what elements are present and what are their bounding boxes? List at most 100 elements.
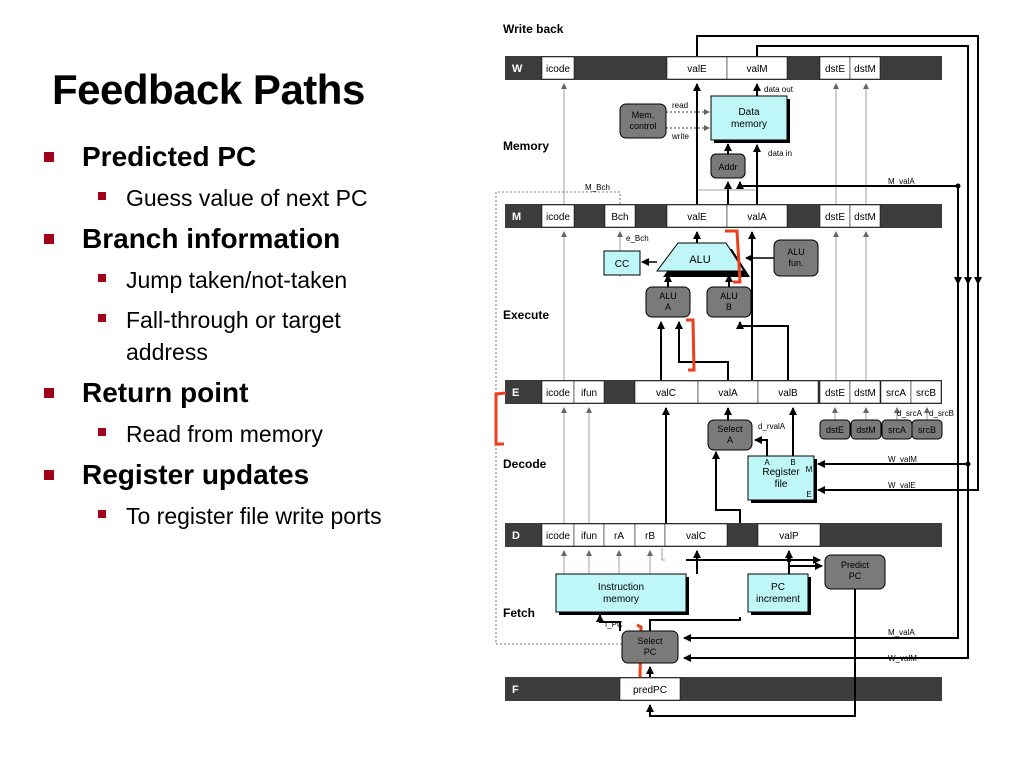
- d-field-valp: valP: [779, 531, 799, 542]
- pass-wires: [561, 83, 930, 575]
- f-field-predpc: predPC: [633, 685, 667, 696]
- addr-block: Addr: [710, 153, 746, 179]
- w-valm-rf-label: W_valM: [888, 455, 917, 464]
- d-field-ra: rA: [614, 531, 624, 542]
- mem-control-label: Mem.control: [629, 110, 656, 131]
- w-valm-bottom-label: W_valM: [888, 654, 917, 663]
- stage-label-memory: Memory: [503, 139, 549, 153]
- decode-wires: [662, 407, 797, 523]
- stage-label-decode: Decode: [503, 457, 547, 471]
- m-field-bch: Bch: [611, 212, 628, 223]
- stage-label-execute: Execute: [503, 308, 549, 322]
- w-vale-rf-label: W_valE: [888, 481, 916, 490]
- d-srcb-label: d_srcB: [929, 409, 954, 418]
- w-field-dstm: dstM: [854, 64, 876, 75]
- bullet-predicted-pc: Predicted PC: [44, 140, 464, 174]
- cc-block: CC: [603, 250, 641, 276]
- m-field-dstm: dstM: [854, 212, 876, 223]
- rf-port-a: A: [764, 458, 770, 467]
- m-bch-label: M_Bch: [585, 183, 610, 192]
- decode-dstm-label: dstM: [856, 425, 876, 435]
- m-register-label: M: [512, 211, 521, 223]
- bullet-return-point: Return point: [44, 376, 464, 410]
- bullet-text: Return point: [82, 377, 249, 408]
- f-register: F predPC: [505, 677, 942, 701]
- e-bch-label: e_Bch: [626, 234, 649, 243]
- sub-bullet: Fall-through or target address: [44, 304, 426, 368]
- m-field-vale: valE: [687, 212, 707, 223]
- page-title: Feedback Paths: [52, 66, 365, 113]
- w-field-valm: valM: [746, 64, 767, 75]
- decode-dst-src-boxes: dstE dstM srcA srcB: [819, 419, 943, 440]
- sub-bullet-text: Guess value of next PC: [126, 185, 368, 211]
- sub-bullet-marker: [98, 274, 106, 282]
- d-rvala-label: d_rvalA: [758, 422, 786, 431]
- w-field-vale: valE: [687, 64, 707, 75]
- sub-bullet-text: To register file write ports: [126, 503, 382, 529]
- e-field-valb: valB: [778, 388, 798, 399]
- data-in-label: data in: [768, 149, 792, 158]
- fetch-wires: [596, 550, 856, 717]
- stage-label-writeback: Write back: [503, 22, 564, 36]
- w-register: W icode valE valM dstE dstM: [505, 56, 942, 80]
- mem-control-block: Mem.control: [619, 103, 667, 139]
- e-field-dstm: dstM: [854, 388, 876, 399]
- bullet-register-updates: Register updates: [44, 458, 464, 492]
- d-srca-label: d_srcA: [897, 409, 923, 418]
- write-label: write: [671, 132, 689, 141]
- decode-srca-label: srcA: [888, 425, 906, 435]
- bullet-marker: [44, 388, 54, 398]
- feedback-wires: [683, 35, 982, 662]
- m-bch-path: [495, 191, 622, 645]
- d-field-rb: rB: [645, 531, 655, 542]
- alu-label: ALU: [689, 254, 710, 266]
- bullet-text: Branch information: [82, 223, 341, 254]
- memory-wires: [693, 83, 761, 204]
- sub-bullet-marker: [98, 510, 106, 518]
- cc-label: CC: [615, 259, 629, 270]
- d-field-ifun: ifun: [581, 531, 597, 542]
- execute-wires: [657, 231, 789, 380]
- f-register-label: F: [512, 684, 519, 696]
- sub-bullet-text: Jump taken/not-taken: [126, 267, 348, 293]
- e-field-srcb: srcB: [916, 388, 936, 399]
- d-register: D icode ifun rA rB valC valP: [505, 523, 942, 547]
- m-field-dste: dstE: [825, 212, 845, 223]
- e-field-valc: valC: [656, 388, 676, 399]
- e-field-vala: valA: [718, 388, 738, 399]
- e-field-ifun: ifun: [581, 388, 597, 399]
- bullet-text: Register updates: [82, 459, 310, 490]
- bullet-marker: [44, 470, 54, 480]
- e-field-srca: srcA: [886, 388, 906, 399]
- d-field-valc: valC: [686, 531, 706, 542]
- addr-label: Addr: [718, 162, 737, 172]
- w-field-dste: dstE: [825, 64, 845, 75]
- w-register-label: W: [512, 63, 523, 75]
- bullet-list: Predicted PC Guess value of next PC Bran…: [44, 140, 464, 540]
- bullet-branch-information: Branch information: [44, 222, 464, 256]
- e-field-icode: icode: [546, 388, 570, 399]
- e-field-dste: dstE: [825, 388, 845, 399]
- m-field-icode: icode: [546, 212, 570, 223]
- sub-bullet: Guess value of next PC: [44, 182, 464, 214]
- d-register-label: D: [512, 530, 520, 542]
- sub-bullet-text: Fall-through or target address: [126, 307, 341, 365]
- sub-bullet: To register file write ports: [44, 500, 464, 532]
- sub-bullet: Jump taken/not-taken: [44, 264, 464, 296]
- sub-bullet-marker: [98, 314, 106, 322]
